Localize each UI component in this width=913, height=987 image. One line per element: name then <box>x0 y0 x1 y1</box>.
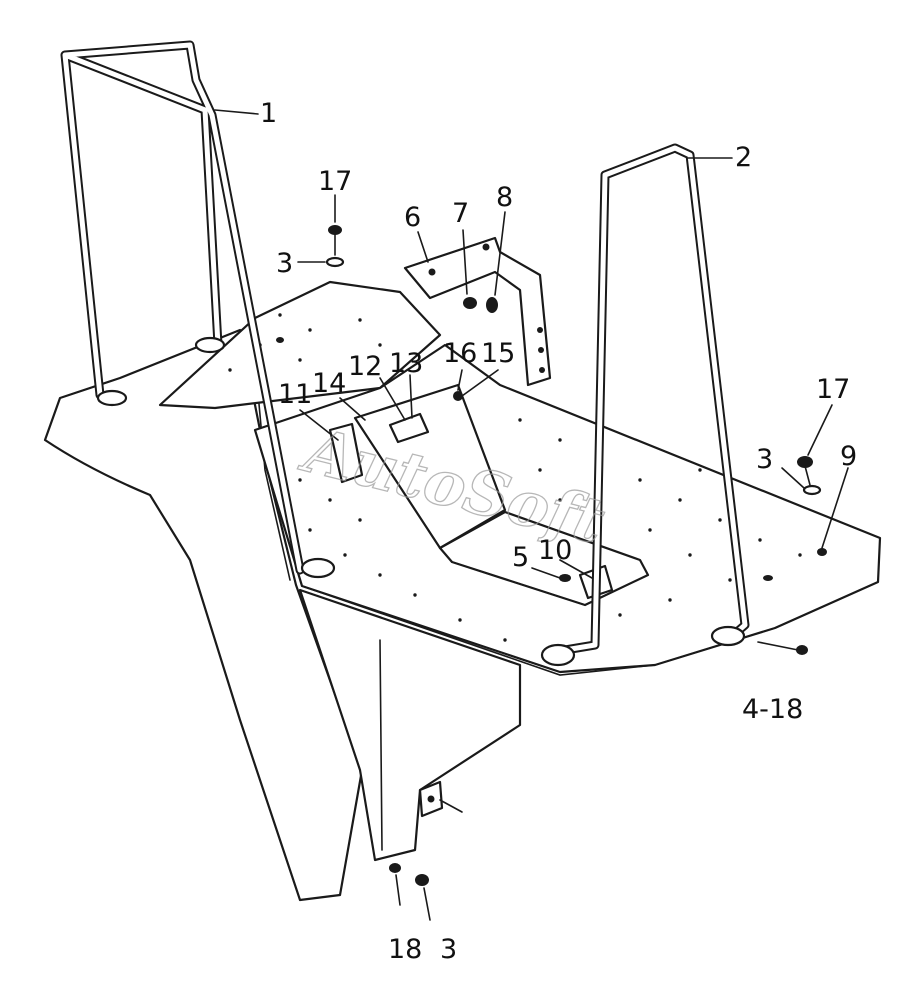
platform-front-edge <box>301 581 879 676</box>
cover-hinge-line <box>451 561 586 606</box>
right-handrail <box>540 143 750 667</box>
callout-6: 6 <box>404 202 421 233</box>
callout-10: 10 <box>538 535 572 566</box>
callout-7: 7 <box>452 198 469 229</box>
callout-13: 13 <box>389 348 423 379</box>
callout-8: 8 <box>496 182 513 213</box>
callout-labels: 1 2 17 3 6 7 8 16 15 12 13 11 14 17 3 9 … <box>260 98 857 965</box>
callout-3-top: 3 <box>276 248 293 279</box>
callout-17-top: 17 <box>318 166 352 197</box>
callout-3-right: 3 <box>756 444 773 475</box>
callout-5: 5 <box>512 542 529 573</box>
callout-16: 16 <box>443 338 477 369</box>
callout-18-bottom: 18 <box>388 934 422 965</box>
fasteners <box>276 225 827 886</box>
callout-14: 14 <box>312 368 346 399</box>
support-bracket-box <box>298 588 522 862</box>
callout-9: 9 <box>840 441 857 472</box>
callout-2: 2 <box>735 142 752 173</box>
left-hinge-bracket <box>328 422 364 484</box>
callout-3-bottom: 3 <box>440 934 457 965</box>
callout-4-18: 4-18 <box>742 694 803 725</box>
leader-lines <box>214 109 849 921</box>
left-handrail <box>60 40 336 579</box>
latch-clip <box>388 412 430 444</box>
callout-17-right: 17 <box>816 374 850 405</box>
callout-15: 15 <box>481 338 515 369</box>
callout-12: 12 <box>348 351 382 382</box>
rear-step-plate <box>158 280 442 410</box>
upper-mounting-bracket <box>403 236 552 387</box>
callout-1: 1 <box>260 98 277 129</box>
callout-11: 11 <box>278 379 312 410</box>
support-box-edge <box>379 639 383 851</box>
